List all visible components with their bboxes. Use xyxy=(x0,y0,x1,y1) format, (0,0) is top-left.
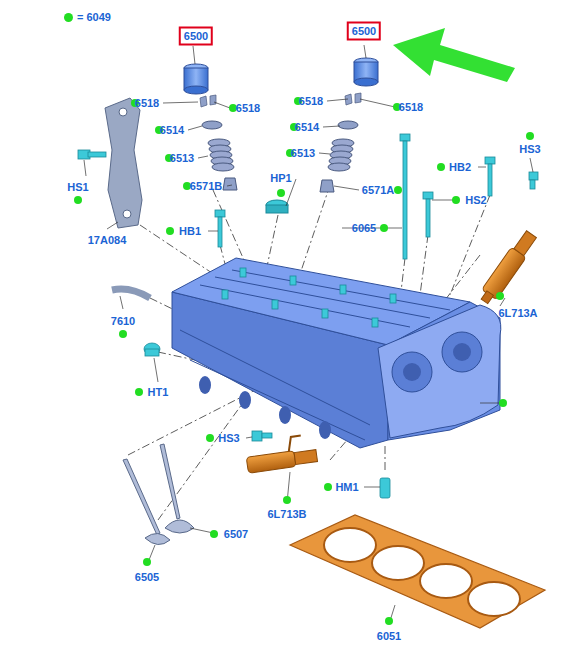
callout-number: 6L713B xyxy=(267,509,306,520)
callout-number: 6518 xyxy=(399,102,423,113)
callout-number: 6514 xyxy=(295,122,319,133)
part-number-box: 6500 xyxy=(179,27,213,46)
callout-number: HB2 xyxy=(449,162,471,173)
callout-number: 6514 xyxy=(160,125,184,136)
callout-number: 7610 xyxy=(111,316,135,327)
callout-number: 17A084 xyxy=(88,235,127,246)
callout-number: 6518 xyxy=(299,96,323,107)
callout-number: 6571A xyxy=(362,185,394,196)
callout-number: HM1 xyxy=(335,482,358,493)
callout-number: 6051 xyxy=(377,631,401,642)
callout-number: HS3 xyxy=(218,433,239,444)
callout-number: 6505 xyxy=(135,572,159,583)
part-number: 6500 xyxy=(184,31,208,42)
callout-number: 6L713A xyxy=(498,308,537,319)
legend-swatch xyxy=(64,13,73,22)
callout-number: HB1 xyxy=(179,226,201,237)
callout-number: 6513 xyxy=(291,148,315,159)
callout-number: 6571B xyxy=(190,181,222,192)
callout-number: HT1 xyxy=(148,387,169,398)
callout-number: HP1 xyxy=(270,173,291,184)
legend-text: = 6049 xyxy=(77,11,111,23)
callout-number: HS3 xyxy=(519,144,540,155)
callout-number: 6513 xyxy=(170,153,194,164)
callout-number: 6518 xyxy=(135,98,159,109)
part-number: 6500 xyxy=(352,26,376,37)
callout-number: 6065 xyxy=(352,223,376,234)
legend-entry: = 6049 xyxy=(64,11,111,23)
callout-number: HS2 xyxy=(465,195,486,206)
callout-number: HS1 xyxy=(67,182,88,193)
callout-number: 6507 xyxy=(224,529,248,540)
part-number-box: 6500 xyxy=(347,22,381,41)
callout-number: 6518 xyxy=(236,103,260,114)
